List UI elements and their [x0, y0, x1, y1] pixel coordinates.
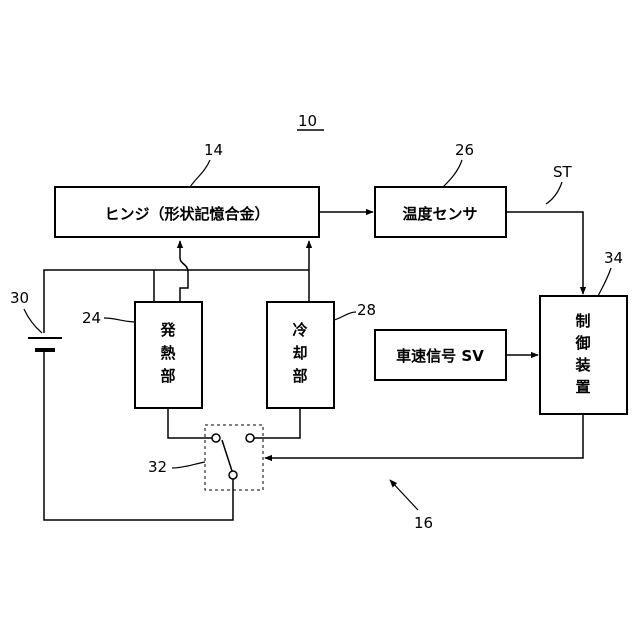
battery-leader — [24, 309, 42, 333]
cooler-char-3: 部 — [292, 367, 307, 385]
switch-leader — [172, 462, 205, 468]
cooler-ref-label: 28 — [357, 301, 376, 319]
switch-common — [229, 471, 237, 479]
controller-char-4: 置 — [575, 378, 590, 396]
st-signal-label: ST — [553, 163, 573, 181]
controller-leader — [598, 268, 611, 296]
controller-char-2: 御 — [574, 334, 590, 352]
heater-char-1: 発 — [159, 321, 176, 339]
hinge-ref-label: 14 — [204, 141, 223, 159]
cooler-leader — [334, 312, 356, 320]
switch-contact-right — [246, 434, 254, 442]
temp-sensor-leader — [443, 160, 462, 187]
battery-ref-label: 30 — [10, 289, 29, 307]
sensor-to-controller-arrow — [506, 212, 583, 294]
heater-to-hinge-arrow — [180, 241, 188, 302]
switch-blade — [222, 440, 232, 471]
hinge-leader — [190, 160, 210, 187]
heater-leader — [104, 318, 135, 322]
heater-ref-label: 24 — [82, 309, 101, 327]
controller-group-arrow — [390, 480, 418, 510]
controller-to-switch-arrow — [265, 414, 583, 458]
system-ref-label: 10 — [298, 112, 317, 130]
heater-to-switch-wire — [168, 408, 212, 438]
switch-ref-label: 32 — [148, 458, 167, 476]
controller-char-1: 制 — [575, 312, 590, 330]
controller-char-3: 装 — [574, 356, 591, 374]
heater-char-2: 熱 — [160, 344, 175, 362]
cooler-char-2: 却 — [292, 344, 307, 362]
vehicle-speed-label: 車速信号 SV — [396, 347, 484, 365]
temp-sensor-ref-label: 26 — [455, 141, 474, 159]
controller-ref-label: 34 — [604, 249, 623, 267]
hinge-label: ヒンジ（形状記憶合金） — [104, 205, 269, 223]
st-leader — [546, 182, 562, 204]
switch-contact-left — [212, 434, 220, 442]
cooler-to-switch-wire — [254, 408, 300, 438]
heater-char-3: 部 — [160, 367, 175, 385]
cooler-char-1: 冷 — [292, 321, 307, 339]
controller-group-ref-label: 16 — [414, 514, 433, 532]
temp-sensor-label: 温度センサ — [402, 205, 477, 223]
